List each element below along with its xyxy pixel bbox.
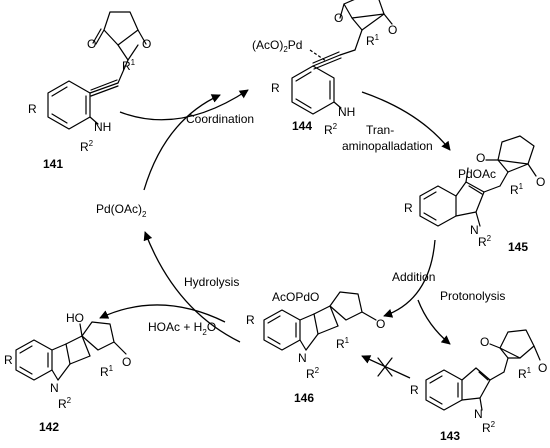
c141-r: R (28, 102, 37, 116)
c142-r2: R2 (58, 396, 72, 411)
c146-n: N (298, 351, 307, 365)
c146-oxygen: O (376, 317, 385, 331)
c142-n: N (50, 381, 59, 395)
c144-nh: NH (338, 105, 355, 119)
label-tran: Tran- (366, 123, 394, 137)
c145-r1: R1 (510, 182, 524, 197)
compound-143: O O R1 R N R2 143 (410, 329, 547, 443)
arrow-addition (383, 239, 436, 318)
label-hoac-water: HOAc + H2O (148, 320, 216, 337)
label-catalyst: Pd(OAc)2 (96, 202, 147, 219)
c143-oxygen-right: O (538, 361, 547, 375)
c141-nh: NH (94, 120, 111, 134)
c145-r: R (404, 201, 413, 215)
arrow-catalyst-enters (143, 94, 221, 191)
c142-oxygen: O (122, 355, 131, 369)
c144-r: R (271, 81, 280, 95)
c141-oxygen-right: O (142, 37, 151, 51)
compound-number-144: 144 (292, 119, 312, 133)
label-protonolysis: Protonolysis (440, 289, 505, 303)
label-aminopalladation: aminopalladation (342, 139, 433, 153)
c142-r1: R1 (100, 364, 114, 379)
compound-number-146: 146 (294, 391, 314, 405)
label-hydrolysis: Hydrolysis (184, 275, 239, 289)
compound-146: AcOPdO R O R1 N R2 146 (246, 290, 385, 405)
c143-r2: R2 (482, 420, 496, 435)
compound-number-141: 141 (43, 157, 63, 171)
cross-mark-2 (377, 357, 393, 377)
c142-r: R (4, 353, 13, 367)
arrow-to-142 (99, 304, 226, 323)
c143-r: R (410, 383, 419, 397)
c145-n: N (470, 223, 479, 237)
compound-141: O O R1 R NH R2 141 (28, 11, 151, 171)
compound-145: O O PdOAc R1 R N R2 145 (404, 135, 545, 254)
c146-r: R (246, 313, 255, 327)
c145-oxygen-left: O (476, 151, 485, 165)
c144-r2: R2 (324, 122, 338, 137)
c145-palladium: PdOAc (458, 167, 496, 181)
c146-r2: R2 (306, 366, 320, 381)
label-coordination: Coordination (186, 112, 254, 126)
compound-number-142: 142 (39, 420, 59, 434)
compound-144: O O R1 (AcO)2Pd R NH R2 144 (252, 0, 397, 137)
c144-r1: R1 (366, 33, 380, 48)
c145-oxygen-right: O (536, 175, 545, 189)
c145-r2: R2 (478, 234, 492, 249)
label-addition: Addition (392, 270, 435, 284)
c146-palladium: AcOPdO (272, 290, 319, 304)
c144-oxygen-right: O (388, 23, 397, 37)
arrow-protonolysis (417, 299, 451, 345)
arrow-blocked (361, 355, 411, 379)
c144-oxygen-left: O (334, 11, 343, 25)
c143-r1: R1 (518, 366, 532, 381)
compound-number-143: 143 (440, 429, 460, 443)
c143-n: N (474, 407, 483, 421)
c142-hydroxyl: HO (66, 311, 84, 325)
c141-r1: R1 (122, 58, 136, 73)
compound-number-145: 145 (508, 240, 528, 254)
c146-r1: R1 (336, 336, 350, 351)
c144-palladium: (AcO)2Pd (252, 38, 302, 54)
compound-142: HO R O R1 N R2 142 (4, 311, 131, 434)
arrow-tranaminopalladation (361, 91, 451, 151)
c141-oxygen-left: O (87, 37, 96, 51)
c143-oxygen-left: O (480, 335, 489, 349)
c141-r2: R2 (80, 139, 94, 154)
arrow-to-144 (119, 89, 249, 121)
arrow-hydrolysis-cycle (143, 231, 241, 343)
